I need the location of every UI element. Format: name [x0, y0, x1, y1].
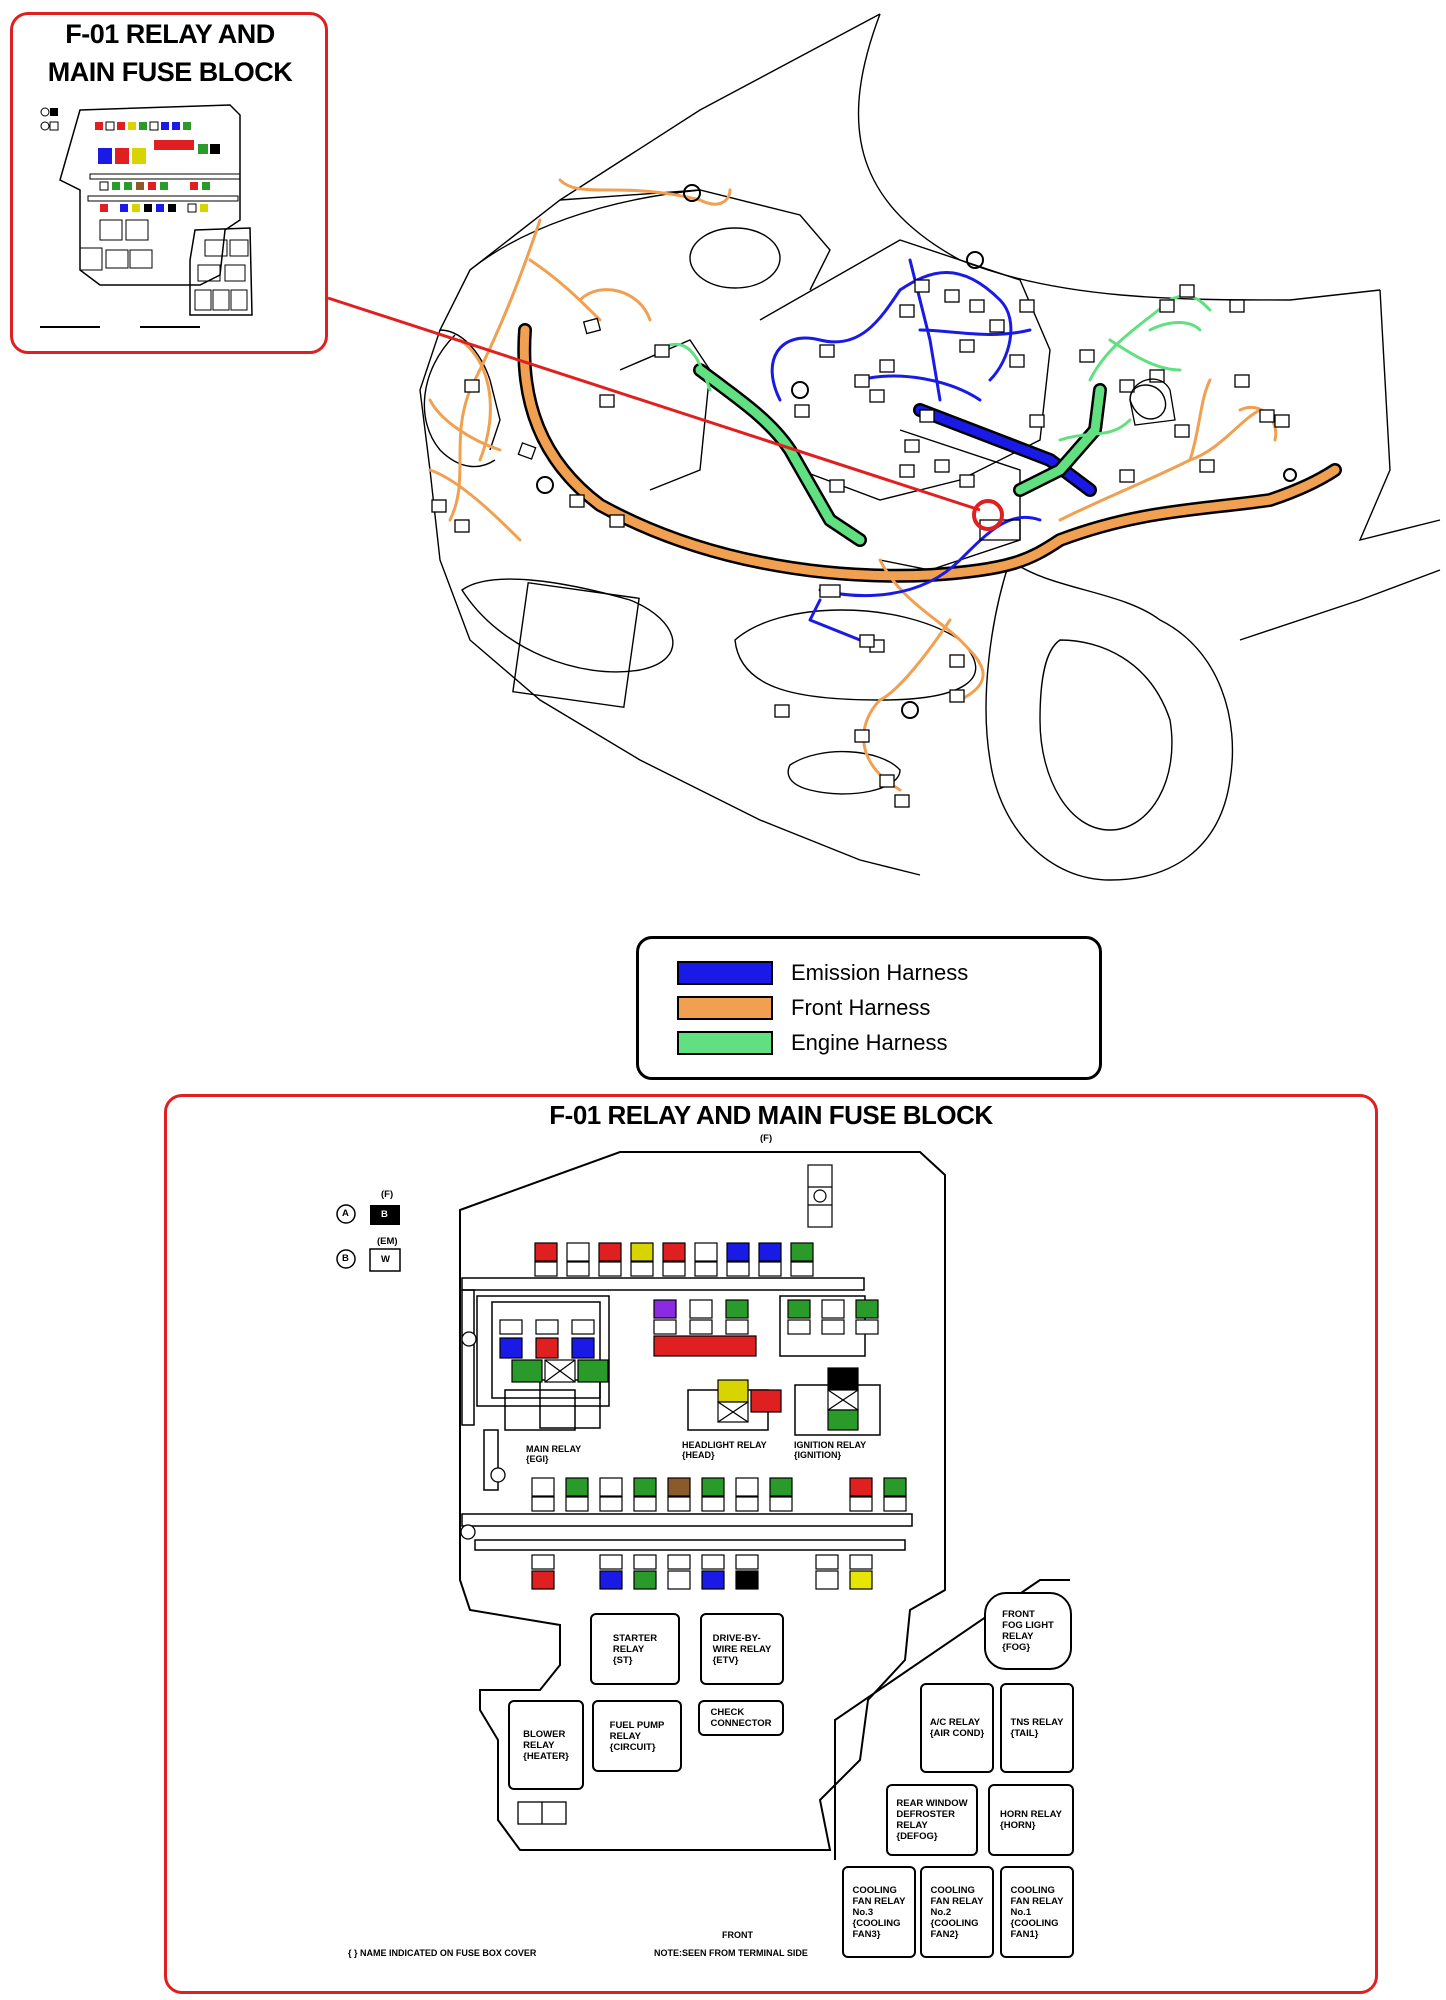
fuse-block-diagram: [459, 1151, 1070, 1860]
legend-label-engine: Engine Harness: [791, 1030, 948, 1055]
check-connector: CHECK CONNECTOR: [698, 1700, 784, 1736]
inset-title-line1: F-01 RELAY AND: [65, 19, 275, 49]
ac-relay: A/C RELAY {AIR COND}: [920, 1683, 994, 1773]
harness-legend: Emission Harness Front Harness Engine Ha…: [636, 936, 1102, 1080]
cooling-fan-relay-2: COOLING FAN RELAY No.2 {COOLING FAN2}: [920, 1866, 994, 1958]
note-fuse-box-cover: { } NAME INDICATED ON FUSE BOX COVER: [348, 1948, 537, 1958]
front-fog-light-relay: FRONT FOG LIGHT RELAY {FOG}: [984, 1592, 1072, 1670]
inset-frame: [10, 12, 328, 354]
detail-frame: [164, 1094, 1378, 1994]
starter-relay: STARTER RELAY {ST}: [590, 1613, 680, 1685]
fuel-pump-relay: FUEL PUMP RELAY {CIRCUIT}: [592, 1700, 682, 1772]
headlight-relay-label: HEADLIGHT RELAY {HEAD}: [682, 1440, 767, 1460]
legend-label-emission: Emission Harness: [791, 960, 969, 985]
detail-title: F-01 RELAY AND MAIN FUSE BLOCK: [549, 1100, 993, 1130]
conn-a-code: (F): [381, 1189, 394, 1200]
legend-swatch-engine: [677, 1031, 773, 1055]
horn-relay: HORN RELAY {HORN}: [988, 1784, 1074, 1856]
inset-fuse-block-thumbnail: [40, 104, 253, 328]
legend-item-front: Front Harness: [677, 994, 930, 1022]
cooling-fan-relay-1: COOLING FAN RELAY No.1 {COOLING FAN1}: [1000, 1866, 1074, 1958]
legend-swatch-emission: [677, 961, 773, 985]
conn-a-wire: B: [381, 1209, 388, 1220]
conn-b-letter: B: [342, 1253, 349, 1264]
inset-pointer-line: [327, 296, 1004, 531]
front-arrow-label: FRONT: [722, 1930, 753, 1940]
rear-window-defroster-relay: REAR WINDOW DEFROSTER RELAY {DEFOG}: [886, 1784, 978, 1856]
conn-a-letter: A: [342, 1208, 349, 1219]
main-relay-label: MAIN RELAY {EGI}: [526, 1444, 582, 1464]
inset-title-line2: MAIN FUSE BLOCK: [47, 57, 293, 87]
conn-b-wire: W: [381, 1254, 390, 1265]
connector-key: [336, 1204, 401, 1272]
legend-label-front: Front Harness: [791, 995, 931, 1020]
blower-relay: BLOWER RELAY {HEATER}: [508, 1700, 584, 1790]
legend-item-emission: Emission Harness: [677, 959, 968, 987]
conn-b-code: (EM): [377, 1236, 398, 1247]
drive-by-wire-relay: DRIVE-BY- WIRE RELAY {ETV}: [700, 1613, 784, 1685]
detail-title-sub: (F): [760, 1133, 773, 1144]
legend-item-engine: Engine Harness: [677, 1029, 948, 1057]
ignition-relay-label: IGNITION RELAY {IGNITION}: [794, 1440, 867, 1460]
note-terminal-side: NOTE:SEEN FROM TERMINAL SIDE: [654, 1948, 808, 1958]
legend-swatch-front: [677, 996, 773, 1020]
cooling-fan-relay-3: COOLING FAN RELAY No.3 {COOLING FAN3}: [842, 1866, 916, 1958]
tns-relay: TNS RELAY {TAIL}: [1000, 1683, 1074, 1773]
vehicle-harness-illustration: [419, 13, 1441, 881]
